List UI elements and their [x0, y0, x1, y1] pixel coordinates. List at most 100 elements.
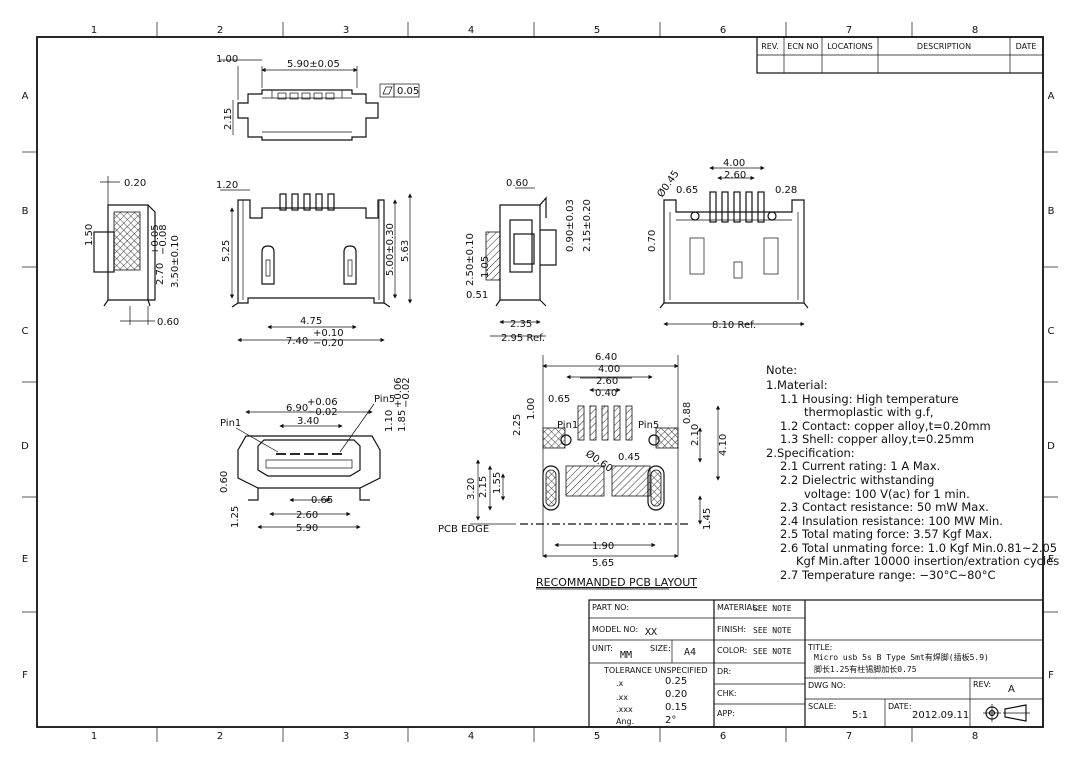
end-view: 6.90 +0.06 −0.02 3.40 Pin1 Pin5 1.10 1.8… [219, 377, 412, 534]
dim-end-b: 3.40 [297, 416, 319, 427]
dim-side-a: 0.90±0.03 [565, 199, 576, 252]
note-line: 2.1 Current rating: 1 A Max. [780, 459, 940, 473]
dim-end-d-tm: −0.02 [401, 377, 412, 408]
pcb-dim: 2.60 [596, 376, 618, 387]
dim-front-tol-m: −0.20 [313, 338, 344, 349]
dim-left-a-tm: −0.08 [158, 224, 169, 255]
pcb-dim: 2.15 [478, 476, 489, 498]
note-line: 2.5 Total mating force: 3.57 Kgf Max. [780, 527, 992, 541]
title-label: TITLE: [807, 643, 832, 652]
pcb-dim: 3.20 [466, 478, 477, 500]
note-line: 2.Specification: [766, 446, 855, 460]
dim-side-f: 2.35 [510, 319, 532, 330]
col-label: 8 [972, 25, 978, 36]
dim-rear-f: 0.70 [647, 230, 658, 252]
row-label: C [22, 326, 29, 337]
row-label: A [1048, 91, 1055, 102]
row-label: C [1048, 326, 1055, 337]
note-line: 1.3 Shell: copper alloy,t=0.25mm [780, 432, 974, 446]
note-line: thermoplastic with g.f, [804, 405, 934, 419]
dim-end-d-tp: +0.06 [393, 377, 404, 408]
pcb-dim: 0.45 [618, 452, 640, 463]
col-label: 8 [972, 731, 978, 742]
note-line: 2.7 Temperature range: −30°C~80°C [780, 568, 996, 582]
scale-label: SCALE: [808, 702, 836, 711]
dim-side-d: 1.05 [480, 256, 491, 278]
col-label: 7 [846, 25, 852, 36]
scale-value: 5:1 [852, 710, 868, 721]
dim-end-f: 0.65 [311, 495, 333, 506]
pcb-pin1: Pin1 [557, 420, 578, 431]
pcb-layout: 6.40 4.00 2.60 0.40 0.65 1.00 2.25 0.88 … [438, 352, 729, 590]
col-label: 3 [343, 25, 349, 36]
row-label: F [1048, 670, 1054, 681]
dim-rear-d: 0.28 [775, 185, 797, 196]
left-side-view: 0.20 1.50 2.70 +0.05 −0.08 3.50±0.10 0.6… [84, 176, 181, 328]
tol-key: .xxx [616, 705, 633, 714]
end-pin5: Pin5 [374, 394, 395, 405]
pcb-dim: 1.55 [492, 472, 503, 494]
pcb-dim: 6.40 [595, 352, 617, 363]
dim-rear-c: 0.65 [676, 185, 698, 196]
col-label: 5 [594, 25, 600, 36]
col-label: 2 [217, 25, 223, 36]
note-line: 1.2 Contact: copper alloy,t=0.20mm [780, 419, 991, 433]
tol-val: 0.15 [665, 702, 687, 713]
color-label: COLOR: [717, 646, 747, 655]
col-label: 2 [217, 731, 223, 742]
tol-val: 0.20 [665, 689, 687, 700]
dim-rear-g: 8.10 Ref. [712, 320, 756, 331]
row-label: A [22, 91, 29, 102]
finish-label: FINISH: [717, 625, 746, 634]
note-line: 2.6 Total unmating force: 1.0 Kgf Min.0.… [780, 541, 1057, 555]
pcb-dim: 5.65 [592, 558, 614, 569]
part-no-label: PART NO: [592, 603, 629, 612]
note-line: 2.3 Contact resistance: 50 mW Max. [780, 500, 989, 514]
pcb-dim: 0.40 [595, 388, 617, 399]
rev-label: REV: [973, 680, 991, 689]
tol-key: Ang. [616, 717, 634, 726]
dim-left-t: 0.20 [124, 178, 146, 189]
pcb-dim: 2.25 [512, 414, 523, 436]
model-no-label: MODEL NO: [592, 625, 638, 634]
dim-end-a-tp: +0.06 [307, 397, 338, 408]
rev-value: A [1008, 684, 1015, 695]
note-line: Kgf Min.after 10000 insertion/extration … [796, 554, 1059, 568]
flatness-value: 0.05 [397, 86, 419, 97]
front-view: 1.20 5.25 5.00±0.30 5.63 4.75 7.40 +0.10… [216, 180, 413, 349]
col-label: 1 [91, 25, 97, 36]
row-label: D [21, 441, 29, 452]
dim-top-w: 5.90±0.05 [287, 59, 340, 70]
row-label: B [22, 206, 29, 217]
pcb-pin5: Pin5 [638, 420, 659, 431]
material-label: MATERIAL: [717, 603, 759, 612]
col-label: 3 [343, 731, 349, 742]
dim-side-c: 2.50±0.10 [465, 233, 476, 286]
col-label: 1 [91, 731, 97, 742]
title-block: PART NO: MODEL NO: XX UNIT: MM SIZE: A4 … [588, 599, 1044, 728]
rear-view: 4.00 2.60 0.65 0.28 Ø0.45 0.70 8.10 Ref. [647, 158, 809, 331]
side-view: 0.60 0.90±0.03 2.15±0.20 2.50±0.10 1.05 … [465, 178, 593, 344]
dim-end-c: 1.10 [384, 410, 395, 432]
row-label: E [22, 554, 28, 565]
dim-end-i: 1.25 [230, 506, 241, 528]
row-label: F [22, 670, 28, 681]
dim-top-h: 2.15 [223, 108, 234, 130]
dim-left-b: 3.50±0.10 [170, 235, 181, 288]
color-value: SEE NOTE [753, 647, 792, 656]
note-line: 1.Material: [766, 378, 828, 392]
row-label: D [1047, 441, 1055, 452]
pcb-edge-label: PCB EDGE [438, 524, 489, 535]
note-line: 2.4 Insulation resistance: 100 MW Min. [780, 514, 1003, 528]
col-label: 4 [468, 731, 474, 742]
dim-side-e: 0.51 [466, 290, 488, 301]
dim-side-g: 2.95 Ref. [501, 333, 545, 344]
dim-front-w2: 7.40 [286, 336, 308, 347]
dim-left-c: 0.60 [157, 317, 179, 328]
row-label: E [1048, 554, 1054, 565]
col-label: 4 [468, 25, 474, 36]
note-line: voltage: 100 V(ac) for 1 min. [804, 487, 970, 501]
sheet-frame [22, 22, 1058, 742]
note-line: 1.1 Housing: High temperature [780, 392, 959, 406]
